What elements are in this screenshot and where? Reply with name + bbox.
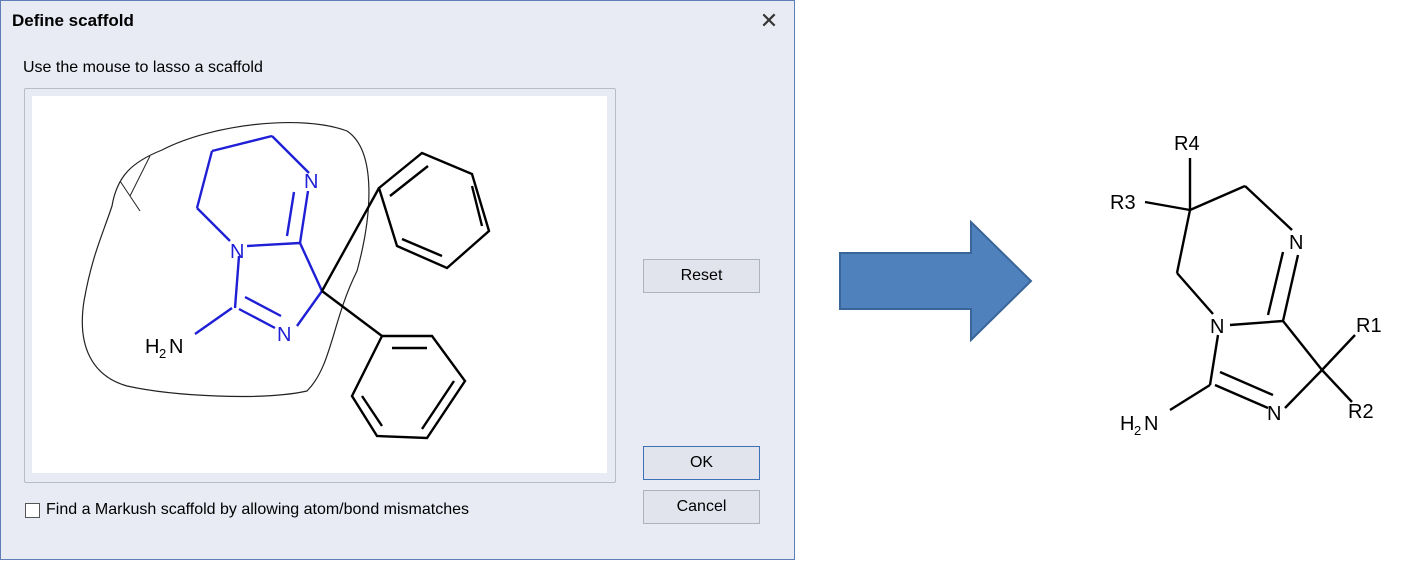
molecule-canvas[interactable]: N N N H 2 N [32, 96, 607, 473]
scaffold-amine-n: N [1144, 413, 1158, 435]
right-arrow-icon [839, 220, 1033, 342]
scaffold-atom-n-bottom: N [1267, 403, 1281, 425]
reset-button[interactable]: Reset [643, 259, 760, 293]
amine-subscript: 2 [159, 346, 166, 361]
title-bar: Define scaffold ✕ [1, 1, 794, 41]
atom-n-ring: N [230, 241, 244, 263]
scaffold-atom-n-ring: N [1210, 316, 1224, 338]
scaffold-amine-subscript: 2 [1134, 423, 1141, 438]
lasso-path [81, 122, 370, 398]
scaffold-atom-n-top: N [1289, 232, 1303, 254]
scaffold-bonds [1144, 158, 1356, 412]
atom-n-top: N [304, 171, 318, 193]
dialog-title: Define scaffold [12, 11, 134, 30]
scaffold-drawing: R4 R3 R1 R2 N N N H 2 N [1110, 133, 1382, 438]
lasso-start-mark [119, 155, 151, 212]
amine-n: N [169, 336, 183, 358]
label-r1: R1 [1356, 315, 1382, 337]
atom-n-bottom: N [277, 324, 291, 346]
ok-button[interactable]: OK [643, 446, 760, 480]
define-scaffold-dialog: Define scaffold ✕ Use the mouse to lasso… [0, 0, 795, 560]
label-r2: R2 [1348, 401, 1374, 423]
markush-checkbox-label: Find a Markush scaffold by allowing atom… [46, 501, 470, 518]
close-icon[interactable]: ✕ [759, 8, 779, 33]
markush-option[interactable]: Find a Markush scaffold by allowing atom… [25, 501, 469, 519]
amine-h: H [145, 336, 159, 358]
markush-checkbox[interactable] [25, 502, 40, 518]
unselected-bonds [320, 151, 491, 440]
label-r3: R3 [1110, 192, 1136, 214]
scaffold-amine-h: H [1120, 413, 1134, 435]
label-r4: R4 [1174, 133, 1200, 155]
instruction-text: Use the mouse to lasso a scaffold [23, 59, 263, 76]
selected-bonds [194, 134, 324, 335]
molecule-drawing: N N N H 2 N [81, 122, 491, 440]
cancel-button[interactable]: Cancel [643, 490, 760, 524]
